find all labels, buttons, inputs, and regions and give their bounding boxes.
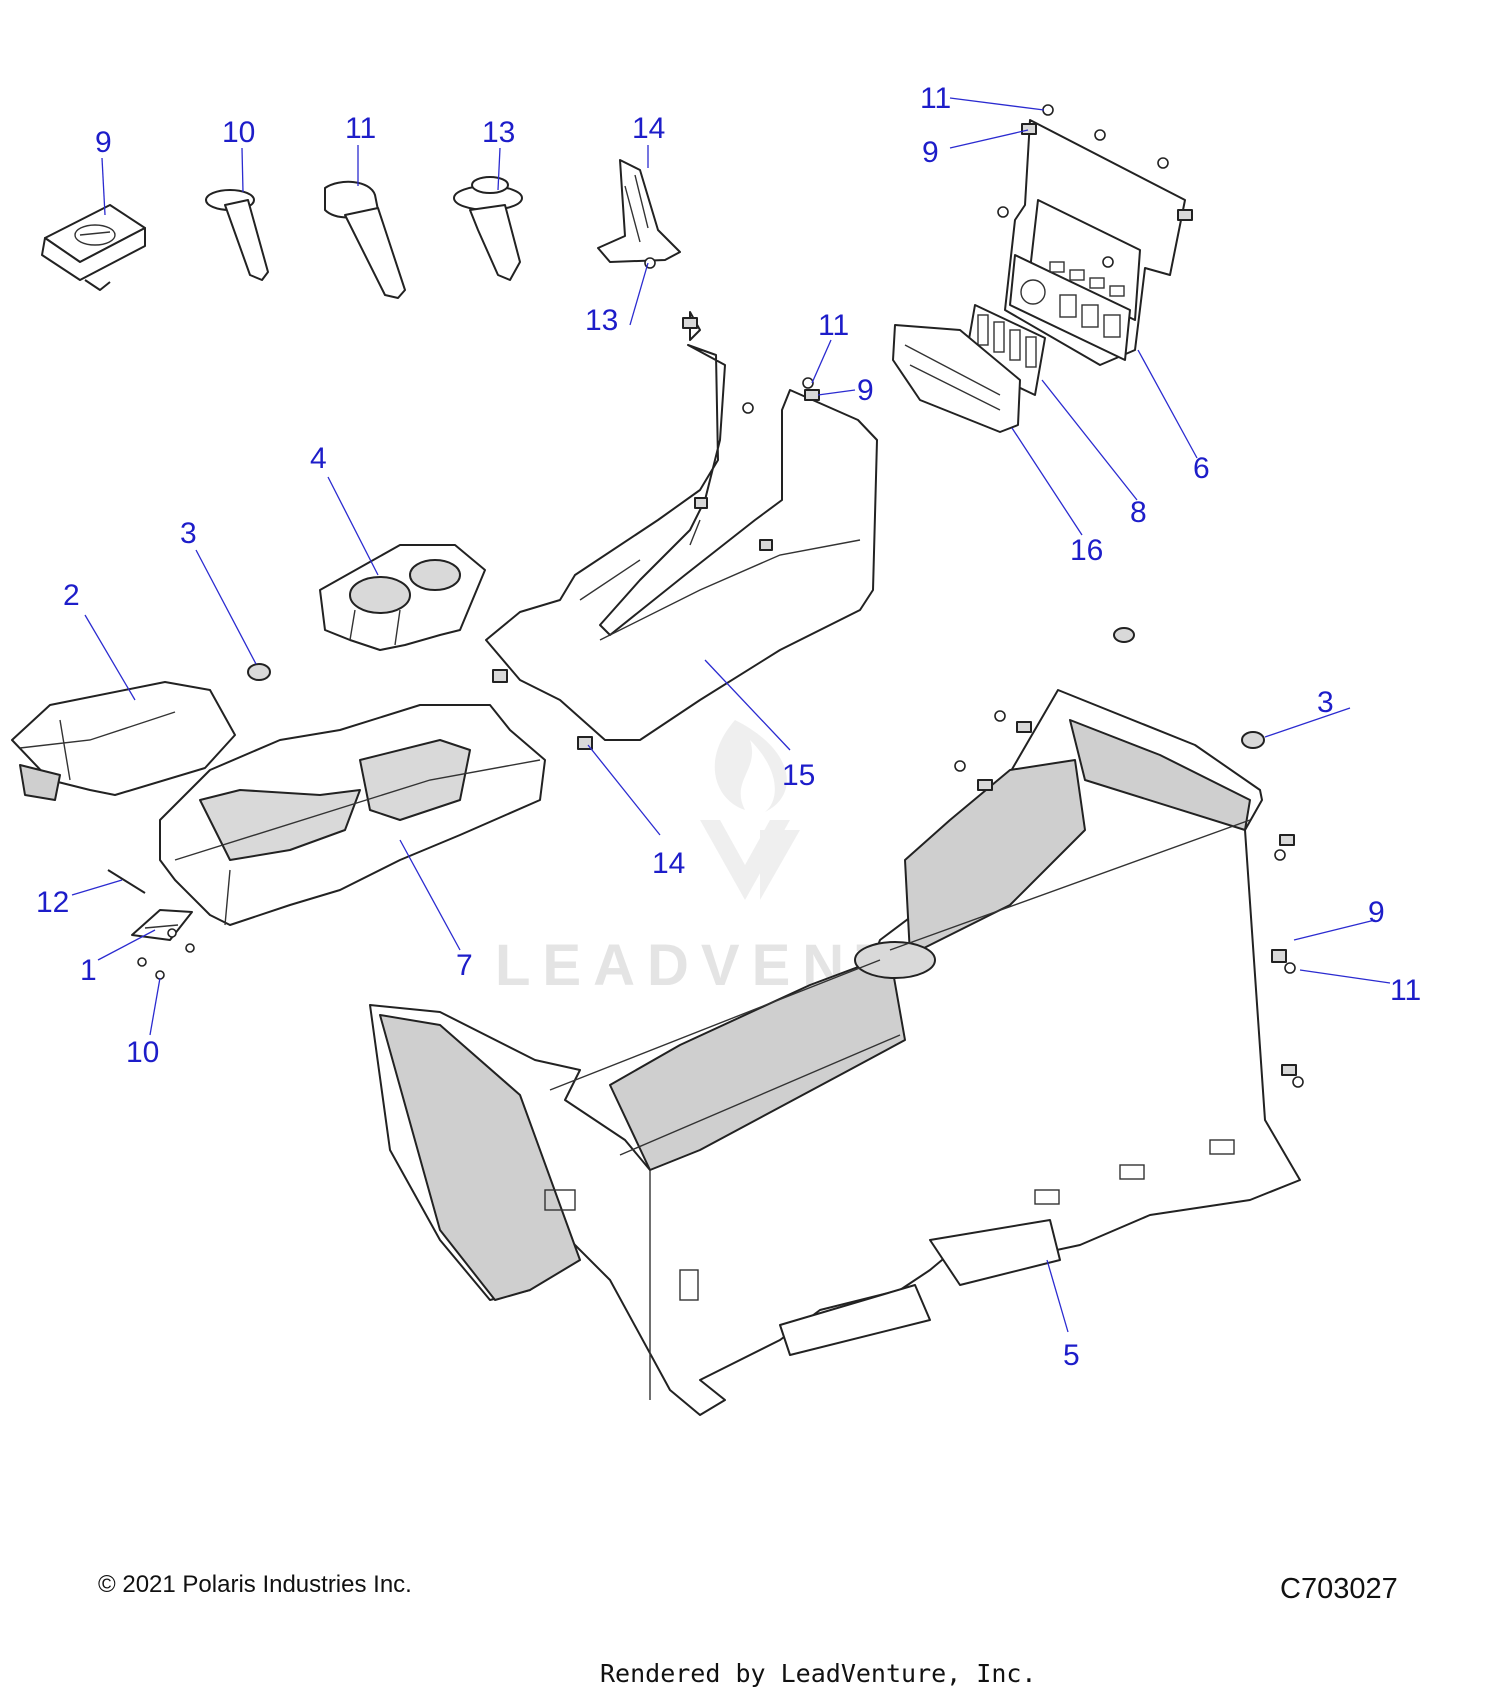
callout-3: 3 <box>180 517 197 550</box>
clip-nut-part-9[interactable] <box>41 204 146 291</box>
callout-11: 11 <box>920 82 951 115</box>
cup-holder-part-4[interactable] <box>319 544 486 651</box>
leadventure-watermark-logo <box>700 720 800 900</box>
callout-10: 10 <box>222 116 255 149</box>
callout-9: 9 <box>922 136 939 169</box>
callout-2: 2 <box>63 579 80 612</box>
callout-5: 5 <box>1063 1339 1080 1372</box>
callout-9: 9 <box>1368 896 1385 929</box>
callout-6: 6 <box>1193 452 1210 485</box>
callout-13: 13 <box>585 304 618 337</box>
callout-9: 9 <box>95 126 112 159</box>
callout-8: 8 <box>1130 496 1147 529</box>
callout-16: 16 <box>1070 534 1103 567</box>
upper-console-trim-part-15[interactable] <box>485 344 878 741</box>
leader-lines <box>71 97 1391 1333</box>
callout-11: 11 <box>1390 974 1421 1007</box>
callout-14: 14 <box>652 847 685 880</box>
callout-10: 10 <box>126 1036 159 1069</box>
spring-clip-part-14[interactable] <box>597 159 681 263</box>
callout-15: 15 <box>782 759 815 792</box>
callout-4: 4 <box>310 442 327 475</box>
grommet-part-3-left[interactable] <box>247 663 271 681</box>
callout-11: 11 <box>345 112 376 145</box>
part-code: C703027 <box>1280 1573 1398 1605</box>
callout-1: 1 <box>80 954 97 987</box>
copyright-text: © 2021 Polaris Industries Inc. <box>98 1571 412 1598</box>
callout-3: 3 <box>1317 686 1334 719</box>
push-rivet-part-11[interactable] <box>324 180 406 299</box>
tree-clip-part-13[interactable] <box>453 176 523 281</box>
lower-console-body-part-5[interactable] <box>369 689 1301 1416</box>
callout-9: 9 <box>857 374 874 407</box>
callout-7: 7 <box>456 949 473 982</box>
callout-13: 13 <box>482 116 515 149</box>
console-tub-part-7[interactable] <box>159 704 546 926</box>
push-pin-part-10[interactable] <box>205 189 269 281</box>
dash-panel-part-6[interactable] <box>1004 119 1186 366</box>
grommet-part-3-right[interactable] <box>1241 731 1265 749</box>
armrest-lid-part-2[interactable] <box>11 681 236 801</box>
rendered-by-text: Rendered by LeadVenture, Inc. <box>600 1659 1037 1688</box>
callout-11: 11 <box>818 309 849 342</box>
callout-12: 12 <box>36 886 69 919</box>
callout-14: 14 <box>632 112 665 145</box>
hinge-pin-part-12[interactable] <box>107 869 146 894</box>
latch-bracket-part-1[interactable] <box>131 909 193 941</box>
storage-pocket-part-16[interactable] <box>892 324 1021 433</box>
